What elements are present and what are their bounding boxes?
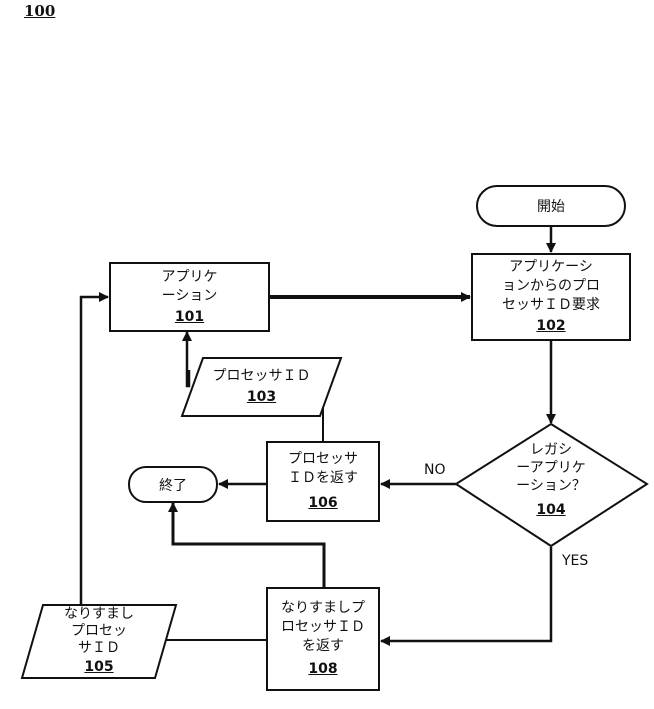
proc-id-ref: 103 bbox=[246, 389, 277, 405]
proc-id-content: プロセッサＩＤ 103 bbox=[190, 358, 333, 416]
legacy-ref: 104 bbox=[536, 502, 566, 518]
end-label: 終了 bbox=[159, 477, 187, 494]
application-line2: ーション bbox=[161, 287, 218, 304]
spoof-id-content: なりすまし プロセッ サＩＤ 105 bbox=[40, 605, 158, 677]
application-line1: アプリケ bbox=[161, 268, 218, 285]
return-spoof-box: なりすましプ ロセッサＩＤ を返す 108 bbox=[266, 587, 380, 691]
start-terminal: 開始 bbox=[476, 185, 626, 227]
shape-legacy-diamond bbox=[454, 422, 649, 548]
application-ref: 101 bbox=[174, 308, 205, 325]
return-spoof-line2: ロセッサＩＤ bbox=[281, 619, 365, 635]
application-box: アプリケ ーション 101 bbox=[109, 262, 270, 332]
return-spoof-line1: なりすましプ bbox=[281, 600, 365, 616]
spoof-id-ref: 105 bbox=[84, 659, 114, 675]
no-label: NO bbox=[424, 462, 446, 478]
return-id-ref: 106 bbox=[308, 495, 338, 511]
edge-spoofid-to-app bbox=[79, 292, 109, 605]
request-line2: ョンからのプロ bbox=[502, 278, 600, 294]
edge-legacy-yes bbox=[380, 547, 553, 646]
request-ref: 102 bbox=[536, 318, 566, 334]
spoof-id-line3: サＩＤ bbox=[78, 640, 120, 656]
spoof-id-line2: プロセッ bbox=[71, 623, 127, 639]
yes-label: YES bbox=[562, 553, 589, 569]
return-id-line1: プロセッサ bbox=[288, 451, 358, 467]
proc-id-label: プロセッサＩＤ bbox=[212, 368, 311, 384]
return-id-box: プロセッサ ＩＤを返す 106 bbox=[266, 441, 380, 522]
legacy-line3: ーション？ bbox=[516, 478, 586, 494]
legacy-line2: ーアプリケ bbox=[516, 460, 586, 476]
shape-spoof-id-parallelogram bbox=[20, 604, 178, 679]
end-terminal: 終了 bbox=[128, 466, 218, 503]
request-line3: セッサＩＤ要求 bbox=[502, 297, 600, 313]
request-box: アプリケーシ ョンからのプロ セッサＩＤ要求 102 bbox=[471, 253, 631, 341]
legacy-line1: レガシ bbox=[530, 442, 572, 458]
spoof-id-line1: なりすまし bbox=[64, 606, 134, 622]
start-label: 開始 bbox=[537, 199, 565, 215]
figure-number: 100 bbox=[24, 2, 56, 20]
return-spoof-line3: を返す bbox=[302, 638, 344, 654]
shape-proc-id-parallelogram bbox=[180, 357, 343, 417]
return-id-line2: ＩＤを返す bbox=[288, 470, 358, 486]
edge-spoof-to-end bbox=[168, 502, 326, 587]
legacy-content: レガシ ーアプリケ ーション？ 104 bbox=[486, 430, 616, 530]
edge-procid-to-app bbox=[182, 331, 192, 388]
return-spoof-ref: 108 bbox=[308, 661, 338, 677]
request-line1: アプリケーシ bbox=[509, 259, 593, 275]
